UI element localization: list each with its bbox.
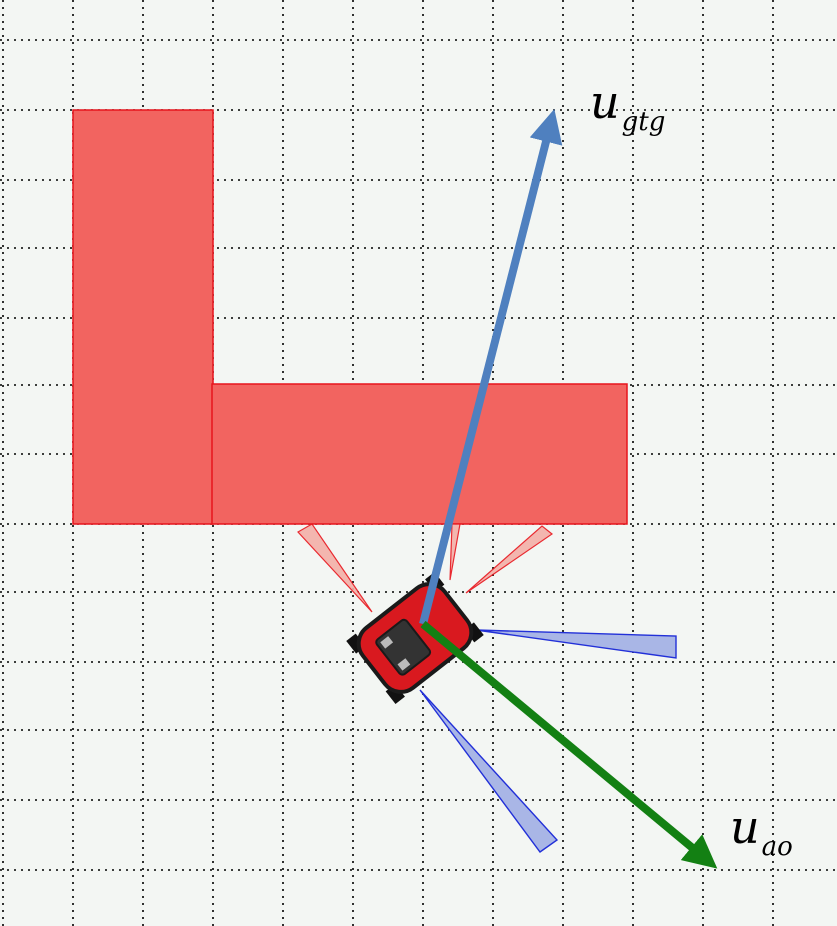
ao-vector-label: uao — [730, 800, 793, 862]
robot-sensor-chip — [380, 636, 394, 649]
sensor-cone-front — [449, 523, 461, 581]
robot-top-plate — [375, 618, 432, 676]
sensor-cones-free — [419, 629, 677, 853]
l-shaped-obstacle — [72, 109, 628, 525]
gtg-vector-label: ugtg — [590, 75, 665, 137]
sensor-cone-left — [297, 523, 373, 613]
sensor-cone-back-right — [419, 689, 559, 853]
sensor-cones-active — [297, 523, 554, 613]
sensor-cone-right — [475, 629, 677, 659]
obstacle-horizontal-block — [211, 383, 628, 525]
ao-vector-arrow — [420, 620, 718, 869]
gtg-vector-arrow — [419, 108, 563, 625]
robot-car-icon — [346, 572, 484, 704]
robot-sensor-chip — [397, 658, 411, 671]
obstacle-vertical-block — [72, 109, 214, 525]
sensor-cone-front-right — [465, 525, 554, 594]
